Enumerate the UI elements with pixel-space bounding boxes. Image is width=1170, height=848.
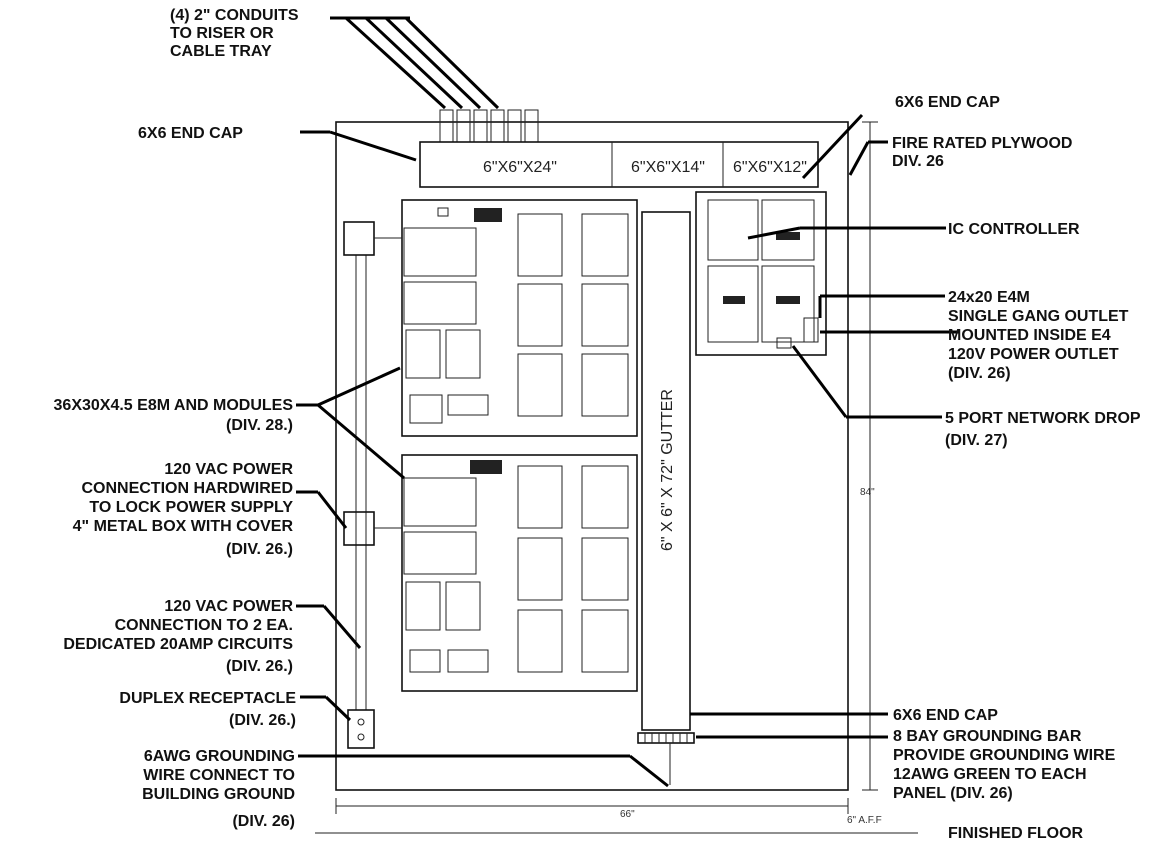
aff-dimension: 6" A.F.F xyxy=(847,815,882,826)
tray-14-label: 6"X6"X14" xyxy=(631,159,705,176)
callout-ground-wire: 6AWG GROUNDING WIRE CONNECT TO BUILDING … xyxy=(142,748,295,830)
svg-text:(DIV. 26.): (DIV. 26.) xyxy=(226,541,293,558)
svg-text:MOUNTED INSIDE E4: MOUNTED INSIDE E4 xyxy=(948,327,1111,344)
svg-text:(DIV. 27): (DIV. 27) xyxy=(945,432,1008,449)
svg-text:12AWG GREEN TO EACH: 12AWG GREEN TO EACH xyxy=(893,766,1087,783)
dimension-66: 66" 6" A.F.F xyxy=(315,798,918,834)
svg-text:5 PORT NETWORK DROP: 5 PORT NETWORK DROP xyxy=(945,410,1141,427)
callout-e4m: 24x20 E4M SINGLE GANG OUTLET MOUNTED INS… xyxy=(948,289,1129,382)
height-dimension: 84" xyxy=(860,487,875,498)
callout-e8m: 36X30X4.5 E8M AND MODULES (DIV. 28.) xyxy=(54,397,294,434)
svg-text:(4) 2" CONDUITS: (4) 2" CONDUITS xyxy=(170,7,299,24)
svg-text:CONNECTION HARDWIRED: CONNECTION HARDWIRED xyxy=(81,480,293,497)
svg-text:120 VAC POWER: 120 VAC POWER xyxy=(164,598,293,615)
network-drop-jack xyxy=(776,337,792,349)
svg-text:TO RISER OR: TO RISER OR xyxy=(170,25,274,42)
dimension-84: 84" xyxy=(860,121,878,791)
svg-text:SINGLE GANG OUTLET: SINGLE GANG OUTLET xyxy=(948,308,1129,325)
svg-text:24x20 E4M: 24x20 E4M xyxy=(948,289,1030,306)
finished-floor-label: FINISHED FLOOR xyxy=(948,825,1084,842)
svg-text:PROVIDE GROUNDING WIRE: PROVIDE GROUNDING WIRE xyxy=(893,747,1116,764)
junction-box-lower xyxy=(343,511,375,546)
cable-tray: 6"X6"X24" 6"X6"X14" 6"X6"X12" xyxy=(419,141,819,188)
grounding-bar xyxy=(637,732,695,785)
callout-ic-controller: IC CONTROLLER xyxy=(948,221,1080,238)
svg-text:DUPLEX RECEPTACLE: DUPLEX RECEPTACLE xyxy=(119,690,296,707)
e4m-outlet xyxy=(803,317,819,343)
callout-fire-plywood: FIRE RATED PLYWOOD DIV. 26 xyxy=(892,135,1072,170)
plywood-backboard xyxy=(335,121,849,791)
svg-text:(DIV. 26.): (DIV. 26.) xyxy=(226,658,293,675)
svg-text:(DIV. 26.): (DIV. 26.) xyxy=(229,712,296,729)
callout-conduits: (4) 2" CONDUITS TO RISER OR CABLE TRAY xyxy=(170,7,299,60)
svg-text:TO LOCK POWER SUPPLY: TO LOCK POWER SUPPLY xyxy=(89,499,293,516)
svg-text:CONNECTION TO 2 EA.: CONNECTION TO 2 EA. xyxy=(115,617,293,634)
svg-text:120V POWER OUTLET: 120V POWER OUTLET xyxy=(948,346,1119,363)
svg-text:CABLE TRAY: CABLE TRAY xyxy=(170,43,272,60)
svg-text:8 BAY GROUNDING BAR: 8 BAY GROUNDING BAR xyxy=(893,728,1082,745)
gutter-label: 6" X 6" X 72" GUTTER xyxy=(659,389,676,551)
duplex-receptacle xyxy=(347,709,375,749)
junction-box-upper xyxy=(343,221,375,256)
svg-text:PANEL (DIV. 26): PANEL (DIV. 26) xyxy=(893,785,1013,802)
vertical-gutter: 6" X 6" X 72" GUTTER xyxy=(641,211,691,731)
callout-circuits: 120 VAC POWER CONNECTION TO 2 EA. DEDICA… xyxy=(63,598,293,675)
svg-text:(DIV. 28.): (DIV. 28.) xyxy=(226,417,293,434)
callout-ground-bar: 8 BAY GROUNDING BAR PROVIDE GROUNDING WI… xyxy=(893,728,1116,802)
svg-text:(DIV. 26): (DIV. 26) xyxy=(232,813,295,830)
svg-text:DIV. 26: DIV. 26 xyxy=(892,153,944,170)
svg-text:BUILDING GROUND: BUILDING GROUND xyxy=(142,786,295,803)
svg-text:WIRE CONNECT TO: WIRE CONNECT TO xyxy=(143,767,295,784)
width-dimension: 66" xyxy=(620,809,635,820)
svg-text:120 VAC POWER: 120 VAC POWER xyxy=(164,461,293,478)
callout-end-cap-left: 6X6 END CAP xyxy=(138,125,243,142)
e8m-enclosure-lower xyxy=(401,454,638,692)
conduits xyxy=(439,109,539,143)
svg-text:DEDICATED 20AMP CIRCUITS: DEDICATED 20AMP CIRCUITS xyxy=(63,636,293,653)
callout-end-cap-bottom: 6X6 END CAP xyxy=(893,707,998,724)
svg-text:36X30X4.5 E8M AND MODULES: 36X30X4.5 E8M AND MODULES xyxy=(54,397,294,414)
svg-text:4" METAL BOX WITH COVER: 4" METAL BOX WITH COVER xyxy=(73,518,294,535)
tray-24-label: 6"X6"X24" xyxy=(483,159,557,176)
svg-text:6AWG GROUNDING: 6AWG GROUNDING xyxy=(144,748,295,765)
left-power-conduit xyxy=(343,221,402,749)
callout-end-cap-right: 6X6 END CAP xyxy=(895,94,1000,111)
callout-network-drop: 5 PORT NETWORK DROP (DIV. 27) xyxy=(945,410,1141,449)
e8m-enclosure-upper xyxy=(401,199,638,437)
callout-hardwired: 120 VAC POWER CONNECTION HARDWIRED TO LO… xyxy=(73,461,294,558)
svg-text:(DIV. 26): (DIV. 26) xyxy=(948,365,1011,382)
leader-lines xyxy=(296,16,960,788)
svg-text:FIRE RATED PLYWOOD: FIRE RATED PLYWOOD xyxy=(892,135,1072,152)
callout-duplex: DUPLEX RECEPTACLE (DIV. 26.) xyxy=(119,690,296,729)
e4m-enclosure xyxy=(695,191,827,356)
tray-12-label: 6"X6"X12" xyxy=(733,159,807,176)
